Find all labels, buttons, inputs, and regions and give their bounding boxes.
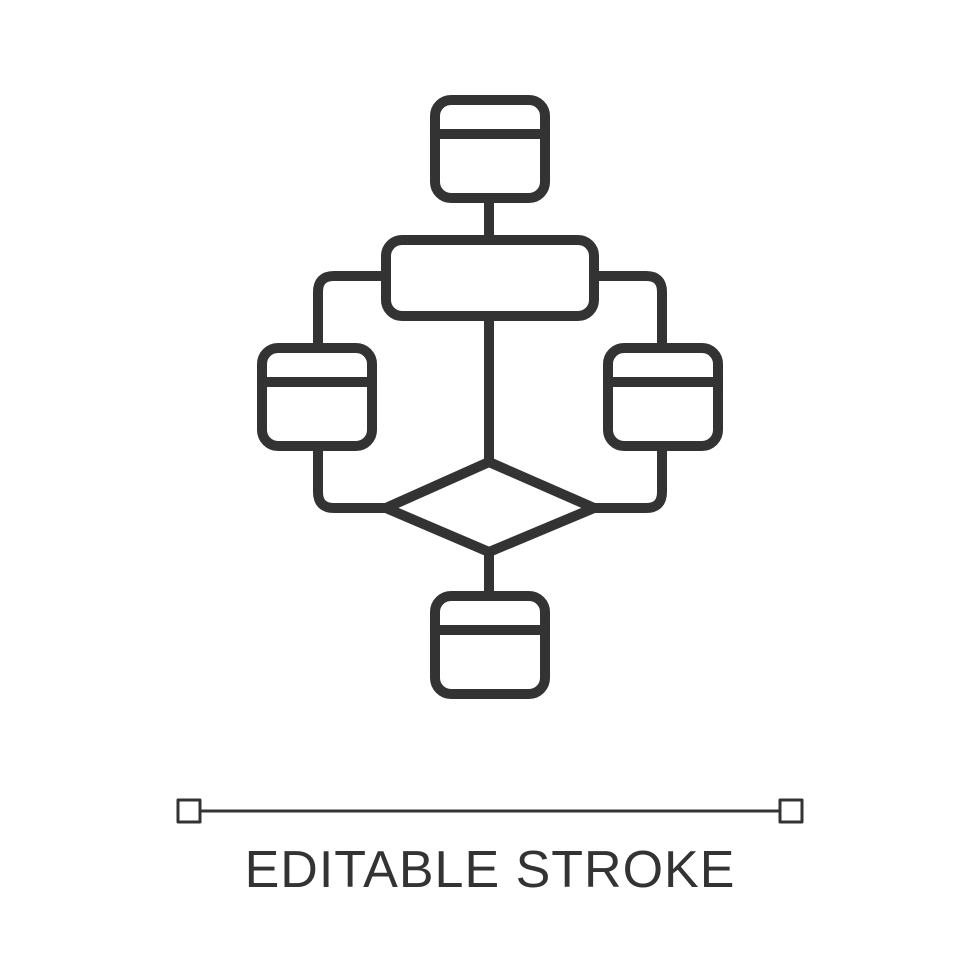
bottom-card-shape	[430, 591, 550, 699]
connector-lines	[313, 193, 667, 601]
decision-diamond-shape	[381, 457, 599, 557]
connector-left-lower	[313, 441, 391, 513]
stroke-guide-right-handle	[778, 798, 804, 824]
editable-stroke-guide	[176, 798, 804, 824]
connector-left-upper	[313, 271, 391, 353]
process-box-shape	[381, 235, 599, 321]
connector-right-lower	[589, 441, 667, 513]
stroke-guide-left-handle	[176, 798, 202, 824]
connector-right-upper	[589, 271, 667, 353]
right-card-shape	[603, 343, 723, 451]
editable-stroke-caption: EDITABLE STROKE	[244, 841, 736, 899]
left-card-shape	[257, 343, 377, 451]
top-card-shape	[430, 95, 550, 203]
